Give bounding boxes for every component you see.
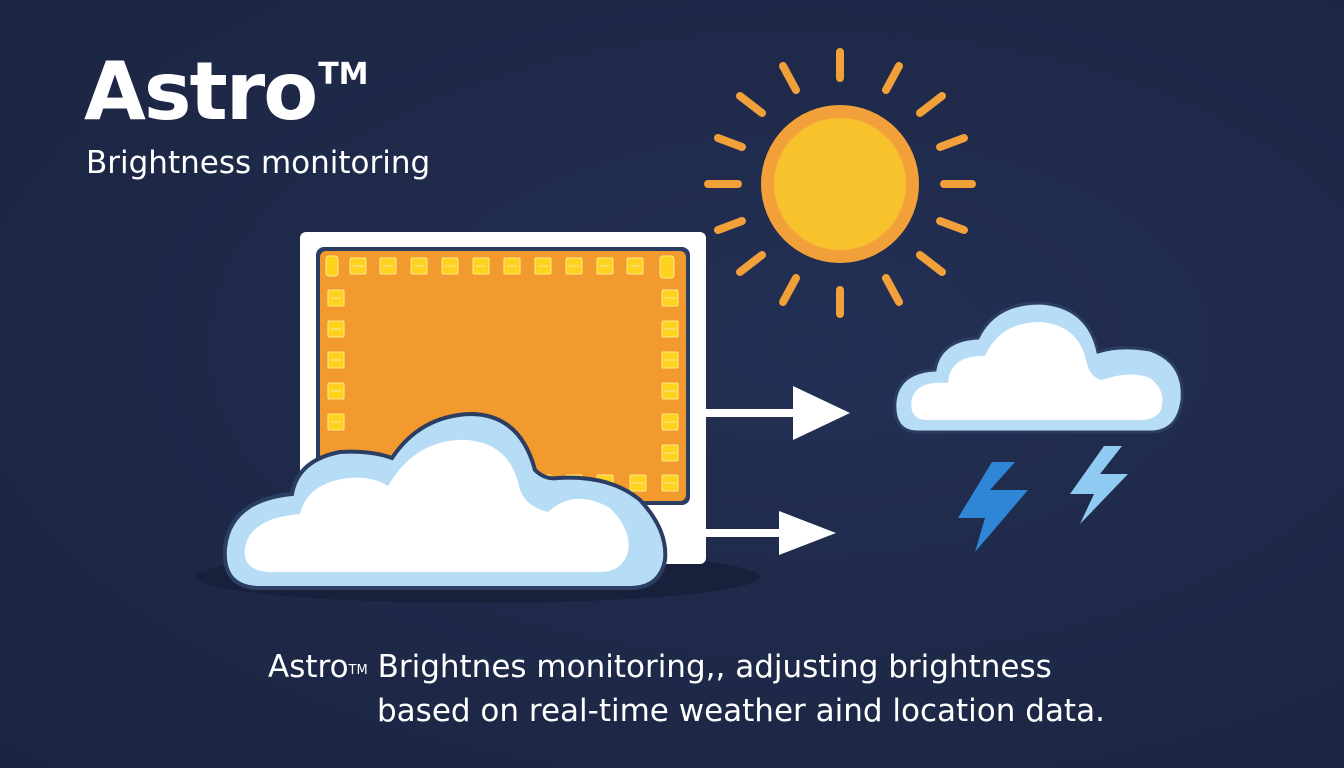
caption-trademark: TM xyxy=(348,663,368,678)
trademark-symbol: TM xyxy=(318,57,369,92)
description-caption: AstroTM Brightnes monitoring,, adjusting… xyxy=(268,645,1128,733)
brand-title: AstroTM xyxy=(84,52,369,132)
cloud-icon xyxy=(893,301,1184,434)
caption-brand: Astro xyxy=(268,649,349,685)
arrow-right-icon xyxy=(706,386,850,440)
lightning-icon xyxy=(958,446,1128,552)
caption-text-1: Brightnes monitoring,, adjusting brightn… xyxy=(367,649,1052,685)
arrow-right-icon xyxy=(706,511,836,555)
caption-line-1: AstroTM Brightnes monitoring,, adjusting… xyxy=(268,645,1128,689)
brand-name: Astro xyxy=(84,45,318,138)
brand-subtitle: Brightness monitoring xyxy=(86,145,431,181)
sun-icon xyxy=(704,48,976,318)
cloud-icon xyxy=(222,411,668,590)
caption-line-2: based on real-time weather aind location… xyxy=(377,693,1105,729)
